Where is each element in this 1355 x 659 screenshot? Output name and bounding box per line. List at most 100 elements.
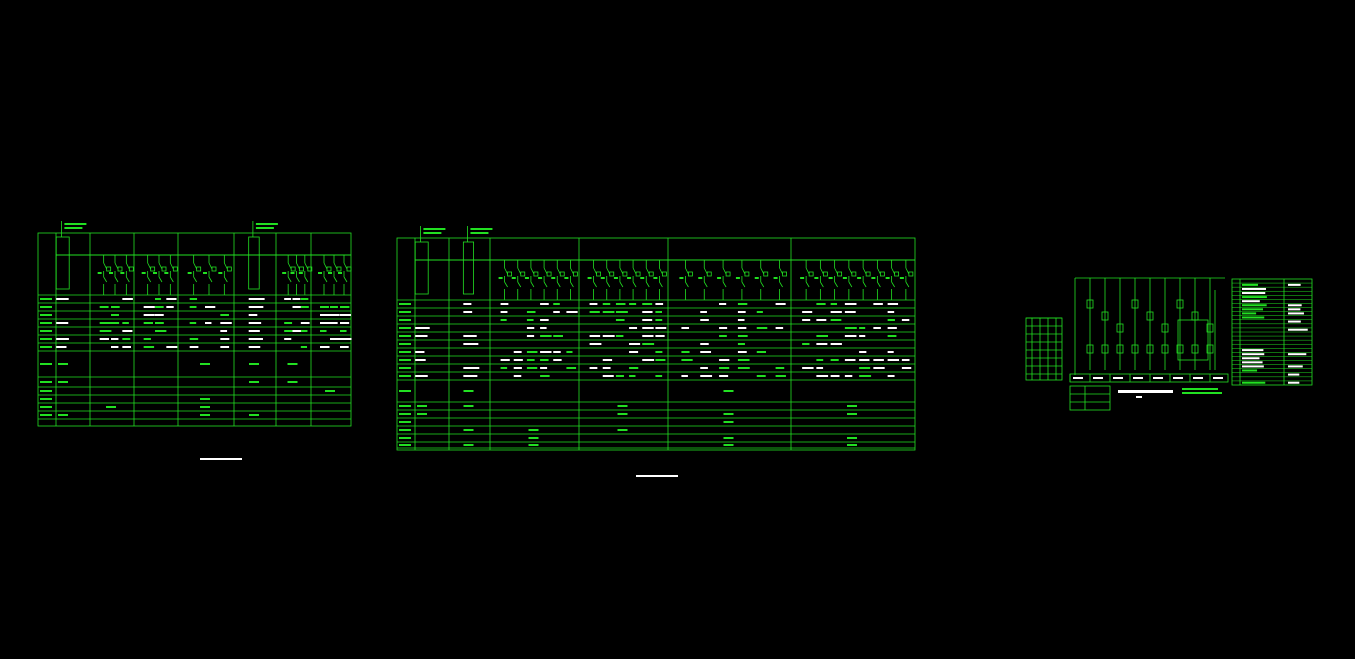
cad-text-mark [859, 367, 871, 369]
cad-text-mark [655, 359, 666, 361]
cad-text-mark [111, 322, 120, 324]
cad-text-mark [200, 363, 210, 365]
cad-text-mark [589, 311, 600, 313]
cad-text-mark [723, 390, 734, 392]
cad-text-mark [844, 375, 853, 377]
cad-line [891, 281, 895, 288]
cad-text-mark [553, 351, 561, 353]
cad-text-mark [1242, 357, 1260, 360]
cad-text-mark [1242, 308, 1264, 311]
cad-line [543, 267, 548, 275]
cad-text-mark [737, 343, 745, 345]
cad-text-mark [200, 398, 210, 400]
cad-text-mark [1182, 388, 1218, 390]
cad-text-mark [141, 272, 146, 274]
cad-text-mark [816, 367, 824, 369]
cad-text-mark [200, 458, 242, 460]
cad-text-mark [399, 429, 411, 431]
cad-text-mark [99, 338, 109, 340]
cad-text-mark [399, 444, 411, 446]
cad-text-mark [292, 306, 301, 308]
cad-text-mark [615, 303, 626, 305]
cad-text-mark [56, 338, 69, 340]
cad-text-mark [200, 406, 210, 408]
cad-text-mark [617, 413, 628, 415]
cad-rect [248, 236, 260, 290]
cad-text-mark [642, 327, 654, 329]
cad-line [741, 267, 746, 275]
cad-rect [596, 271, 601, 277]
cad-text-mark [901, 367, 912, 369]
cad-text-mark [773, 277, 778, 279]
cad-text-mark [655, 311, 662, 313]
cad-line [760, 267, 765, 275]
cad-text-mark [292, 330, 304, 332]
cad-text-mark [189, 306, 197, 308]
cad-text-mark [816, 303, 826, 305]
cad-text-mark [679, 277, 684, 279]
cad-line [530, 267, 535, 275]
cad-rect [161, 266, 167, 272]
cad-line [323, 262, 328, 270]
cad-text-mark [655, 303, 664, 305]
cad-text-mark [887, 351, 894, 353]
cad-text-mark [109, 272, 113, 274]
cad-text-mark [615, 335, 624, 337]
cad-text-mark [330, 306, 338, 308]
cad-text-mark [287, 381, 298, 383]
cad-rect [865, 271, 871, 277]
cad-text-mark [40, 338, 52, 340]
cad-text-mark [602, 367, 611, 369]
cad-text-mark [500, 311, 508, 313]
cad-text-mark [248, 322, 262, 324]
cad-text-mark [681, 375, 688, 377]
cad-text-mark [284, 322, 293, 324]
cad-line [820, 267, 824, 275]
cad-text-mark [526, 351, 538, 353]
cad-text-mark [423, 232, 442, 234]
cad-text-mark [500, 359, 510, 361]
cad-text-mark [723, 444, 734, 446]
cad-text-mark [40, 398, 52, 400]
cad-text-mark [187, 272, 192, 274]
cad-text-mark [399, 335, 411, 337]
cad-text-mark [629, 351, 639, 353]
cad-text-mark [1213, 377, 1223, 379]
cad-text-mark [802, 319, 811, 321]
cad-text-mark [463, 367, 480, 369]
cad-text-mark [901, 319, 910, 321]
cad-text-mark [463, 303, 472, 305]
cad-text-mark [873, 367, 885, 369]
cad-text-mark [1113, 377, 1123, 379]
single-line-diagram-sheet-2 [396, 226, 916, 477]
cad-text-mark [298, 272, 303, 274]
cad-text-mark [120, 272, 125, 274]
cad-text-mark [513, 359, 523, 361]
cad-text-mark [399, 303, 411, 305]
cad-rect [894, 271, 900, 277]
cad-text-mark [399, 405, 411, 407]
cad-rect [662, 271, 667, 277]
cad-rect [226, 266, 232, 272]
cad-text-mark [1242, 365, 1264, 368]
cad-text-mark [203, 272, 207, 274]
cad-text-mark [513, 375, 522, 377]
cad-text-mark [255, 227, 274, 229]
cad-rect [546, 271, 552, 277]
cad-text-mark [830, 343, 842, 345]
cad-line [114, 276, 119, 283]
cad-text-mark [300, 306, 309, 308]
cad-text-mark [847, 405, 857, 407]
cad-text-mark [617, 405, 628, 407]
cad-line [645, 281, 650, 288]
cad-text-mark [859, 335, 866, 337]
cad-text-mark [540, 319, 549, 321]
cad-text-mark [330, 322, 338, 324]
cad-line [606, 281, 611, 288]
cad-text-mark [40, 390, 52, 392]
cad-text-mark [58, 363, 68, 365]
cad-line [169, 276, 174, 283]
cad-rect [396, 237, 916, 451]
cad-text-mark [284, 338, 292, 340]
